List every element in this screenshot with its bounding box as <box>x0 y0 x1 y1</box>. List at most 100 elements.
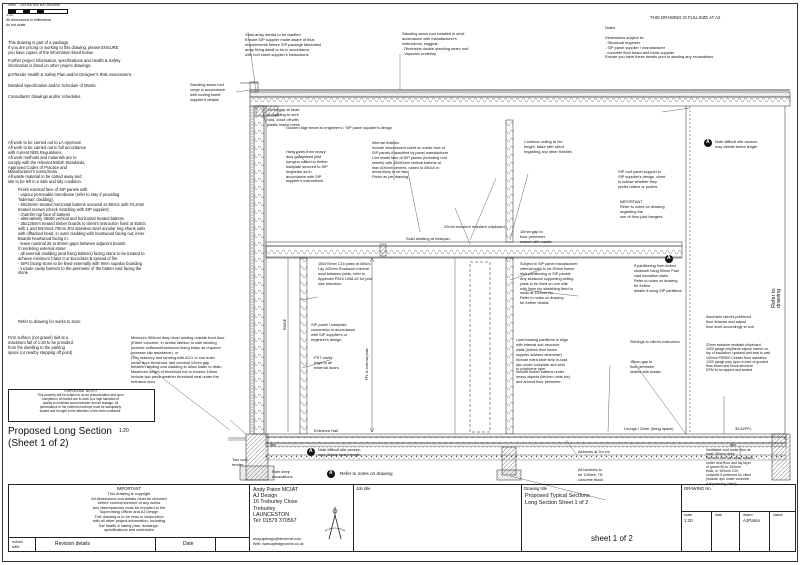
note-ascertain: Ascertain client's preferred floor finis… <box>706 315 754 329</box>
note-include-timber: Include timber battens under heavy objec… <box>516 370 571 384</box>
title-job-cell: Job title <box>353 485 522 551</box>
ground-floor-insulation <box>265 436 787 444</box>
notes-pretender: preTender Health & Safety Plan and/or De… <box>8 72 132 77</box>
title-drawn-label: drawn <box>743 513 753 517</box>
note-marker-label-legend: A <box>329 470 333 476</box>
notes-further-info: Further project information, specificati… <box>8 58 121 68</box>
title-revision-suffix: revision suffix <box>12 540 23 549</box>
note-dpc-right: dpc <box>730 443 737 447</box>
note-all-blocks: All blockers to be 100mm 7N concrete blo… <box>578 467 604 482</box>
upper-floor-chipboard <box>265 241 683 247</box>
note-if-partitioning: If partitioning from timber studwork han… <box>634 264 682 293</box>
note-glulam: Glulam ridge beam to engineer's / SIP pa… <box>286 125 393 130</box>
note-marker-legend <box>327 470 335 478</box>
company-logo <box>324 507 346 540</box>
notes-finish-external: Finish external face of SIP panels with:… <box>18 187 147 276</box>
title-date-col: date <box>715 513 722 517</box>
note-airbricks: Airbricks at 2m c/c <box>578 449 610 454</box>
note-marker-top <box>704 139 712 147</box>
title-company-contact: andy.ajdesign@btinternet.com Web: www.aj… <box>253 537 304 546</box>
note-ffl-level: 30.82FFL <box>735 426 752 431</box>
title-important-cell: IMPORTANT This drawing is copyright All … <box>9 485 250 552</box>
note-gap-10-floor: 10mm gap to floor perimeter sealed with … <box>520 229 552 244</box>
notes-specification: Detailed Specification and/or Schedule o… <box>8 83 97 88</box>
solid-strutting <box>379 243 387 257</box>
note-solid-strutting: Solid strutting at midspan <box>406 236 450 241</box>
scale-start-label: 0mm <box>8 3 16 7</box>
verge-detail <box>249 81 259 93</box>
roof-sheet <box>249 91 791 98</box>
important-air-test-text: !! IMPORTANT NOTE !! This property will … <box>37 389 124 413</box>
important-air-test-box <box>8 389 155 422</box>
partition-upper <box>505 119 514 243</box>
note-deep-excavations: Note deep excavations <box>272 469 293 479</box>
external-wall <box>249 105 267 435</box>
dim-wall-height: FFL to external plate <box>365 348 369 380</box>
upper-floor <box>265 241 683 259</box>
note-difficult-access-bottom: Note difficult site access; may dictate … <box>318 447 361 457</box>
drawing-title-big: Proposed Long Section <box>8 426 112 437</box>
drawing-sheet-big: (Sheet 1 of 2) <box>8 438 69 449</box>
note-marker-mid <box>665 255 673 263</box>
note-two-coat-render: Two coat render <box>232 457 248 467</box>
notes-package-intro: This drawing is part of a package. If yo… <box>8 40 119 55</box>
note-load-bearing: Load bearing partitions to align with in… <box>516 338 568 372</box>
partition-entrance <box>299 257 308 435</box>
note-sip-panel-soleplate: SIP panel / soleplate connection in acco… <box>311 322 356 342</box>
leader-lines <box>129 31 741 501</box>
note-solar-array: Solar array details to be clarified Ensu… <box>245 32 322 57</box>
title-scale-label: scale <box>684 513 693 517</box>
note-top-right: Notes Dimensions subject to: - Structura… <box>605 25 714 60</box>
ground-floor-chipboard <box>265 433 787 438</box>
note-gap-head: 10mm gap at head of cladding to vent voi… <box>267 107 300 127</box>
notes-min-landing: Minimum 900mm deep level landing outside… <box>131 335 225 385</box>
note-important-right: IMPORTANT Refer to notes on drawing rega… <box>620 199 665 219</box>
notes-refer-store: Refer to drawing for works to store <box>18 319 81 324</box>
note-marker-bottom <box>307 448 315 456</box>
note-marker-label-mid: A <box>667 255 671 261</box>
note-ventilated-void: Ventilated void under floor at least 150… <box>706 448 753 486</box>
notes-work-regulations: All work to be carried out to LA Approva… <box>8 140 87 185</box>
title-drawn-value: AJPaton <box>743 518 761 523</box>
note-standing-verge: Standing seam roof verge in accordance w… <box>190 82 226 102</box>
upper-floor-joists <box>265 245 683 258</box>
title-important-text: This drawing is copyright All dimensions… <box>91 491 167 532</box>
title-revision-details: Revision details <box>55 541 91 547</box>
note-markers <box>307 139 712 478</box>
fullsize-note: THIS DRAWING IS FULLSIZE AT A2 <box>650 15 721 20</box>
roof-structure <box>240 81 791 117</box>
scale-ratio: 1:20 <box>6 13 14 17</box>
roof-sip-panel <box>249 96 791 107</box>
title-drawing-no-label: DRAWING No. <box>684 486 712 491</box>
title-block: IMPORTANT This drawing is copyright All … <box>8 484 796 552</box>
note-chipboard-detail: 22mm moisture resistant chipboard 1000 g… <box>706 343 771 373</box>
title-drawing-name: Proposed Typical Sections Long Section S… <box>525 493 590 506</box>
side-refer-drawing: Refer to drawing <box>771 288 782 308</box>
title-company: Andy Paton MCIAT AJ Design 16 Treburley … <box>253 487 298 525</box>
title-drawing-cell: Drawing title Proposed Typical Sections … <box>521 485 682 551</box>
note-subject-sip: Subject to SIP panel manufacturer intern… <box>520 262 578 306</box>
scale-ticks-label: 200 400 600 800 1600mm <box>20 3 60 7</box>
partition-load-bearing <box>505 257 514 435</box>
note-hang-joists: Hang joists from heavy duty galvanised j… <box>286 149 328 184</box>
notes-firm-surface: Firm surface (not gravel) laid at a maxi… <box>8 335 73 355</box>
note-marker-label-top: A <box>706 139 710 145</box>
title-status-label: status <box>773 513 783 517</box>
title-date-label: Date <box>183 541 194 547</box>
note-difficult-access-top: Note difficult site access; may dictate … <box>715 139 758 149</box>
title-scale-value: 1:20 <box>684 518 693 523</box>
note-pst-cavity: PST cavity trays to all external doors <box>314 355 339 370</box>
note-internal-finishes: Internal finishes: Include intumescent s… <box>372 141 449 180</box>
legend-refer-notes: Refer to notes on drawing <box>340 471 393 476</box>
note-dpc-left: dpc <box>270 443 277 447</box>
foundations <box>228 433 791 481</box>
note-marker-label-bottom: A <box>309 448 313 454</box>
title-job-label: Job title <box>356 486 371 491</box>
dim-ridge-height: RIDGE <box>283 318 287 330</box>
external-wall-sip <box>253 105 265 435</box>
note-skirtings: Skirtings to client's instruction <box>630 340 680 344</box>
dimension-lines <box>287 257 375 433</box>
door-opening <box>469 261 491 433</box>
scale-note: All dimensions in millimetres do not sca… <box>6 18 52 27</box>
